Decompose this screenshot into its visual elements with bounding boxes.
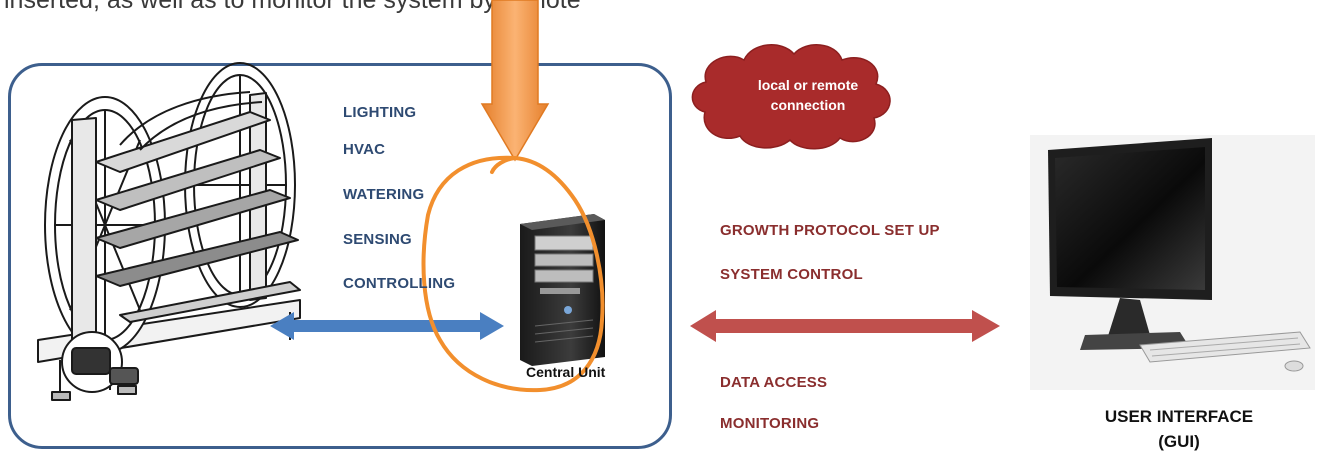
system-boundary-box [8,63,672,449]
function-label-watering: WATERING [343,186,425,203]
function-label-sensing: SENSING [343,231,412,248]
function-label-controlling: CONTROLLING [343,275,456,292]
central-unit-gui-arrow [690,310,1000,342]
function-label-hvac: HVAC [343,141,386,158]
input-arrow-icon [480,0,550,162]
desktop-monitor-icon [1030,135,1315,390]
hydroponic-rack-machine-icon [37,62,301,401]
gui-label: USER INTERFACE (GUI) [1104,407,1254,451]
protocol-label-system-control: SYSTEM CONTROL [720,266,863,283]
cloud-icon [691,44,891,150]
protocol-label-monitoring: MONITORING [720,415,820,432]
protocol-label-data-access: DATA ACCESS [720,374,828,391]
protocol-label-growth: GROWTH PROTOCOL SET UP [720,222,940,239]
machine-central-unit-arrow [270,312,504,340]
function-label-lighting: LIGHTING [343,104,417,121]
central-unit-label: Central Unit [526,364,606,380]
computer-tower-icon [520,214,605,366]
orange-highlight-circle [421,155,605,393]
cloud-label: local or remote connection [757,77,859,113]
caption-text: inserted, as well as to monitor the syst… [4,0,581,14]
